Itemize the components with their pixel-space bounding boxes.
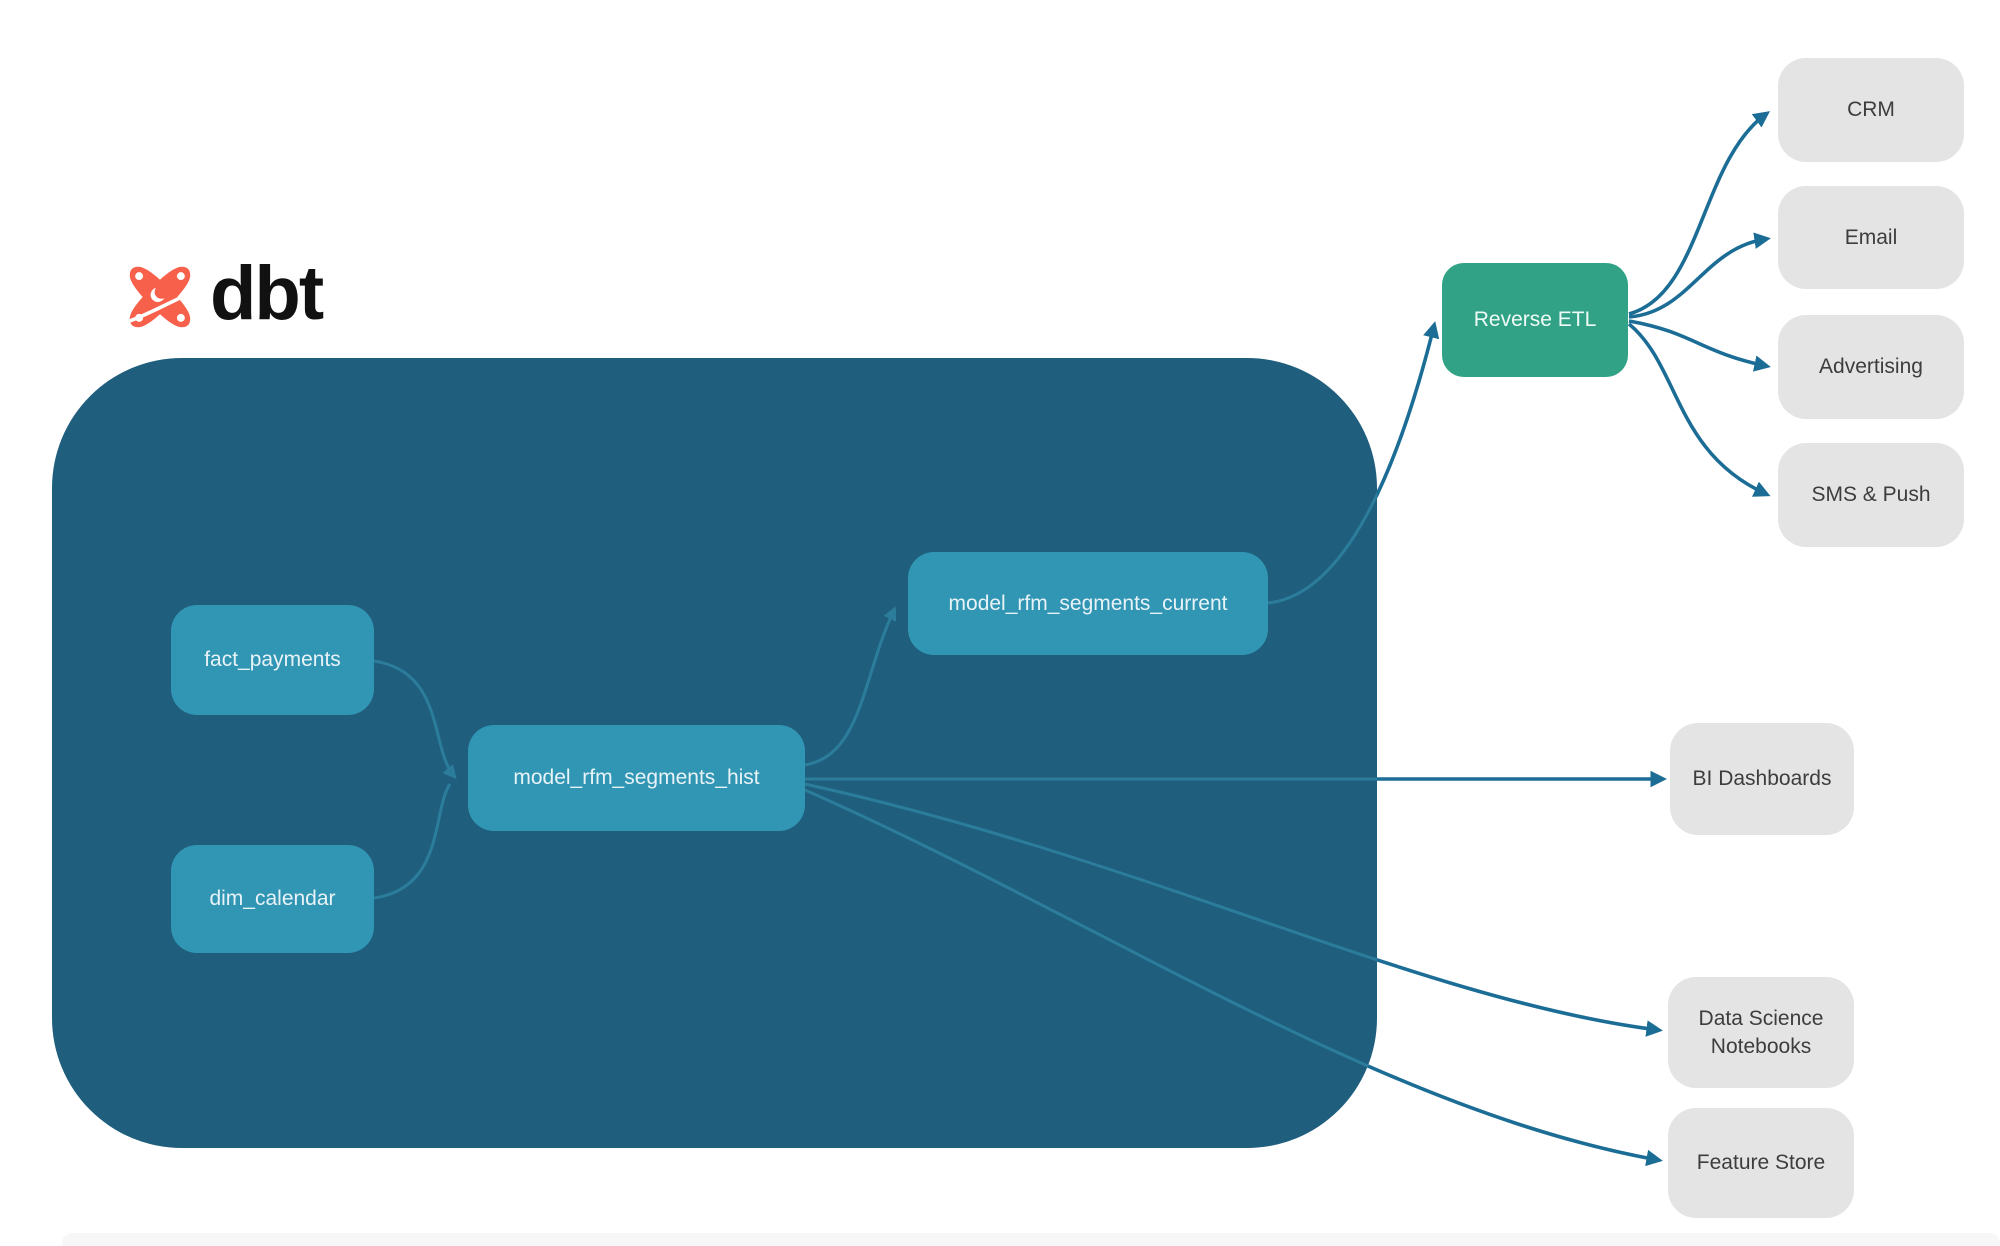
node-bi-dashboards[interactable]: BI Dashboards <box>1670 723 1854 835</box>
node-label: dim_calendar <box>209 887 336 911</box>
node-label: model_rfm_segments_current <box>948 591 1228 615</box>
node-label: Email <box>1844 225 1898 249</box>
node-dim-calendar[interactable]: dim_calendar <box>171 845 374 953</box>
node-crm[interactable]: CRM <box>1778 58 1964 162</box>
edge-reverse-etl-to-email <box>1628 232 1771 319</box>
node-label: BI Dashboards <box>1692 767 1832 791</box>
node-label: CRM <box>1847 98 1895 122</box>
node-label: fact_payments <box>204 648 341 672</box>
node-data-science-notebooks[interactable]: Data Science Notebooks <box>1668 977 1854 1088</box>
node-model-rfm-segments-current[interactable]: model_rfm_segments_current <box>908 552 1268 655</box>
node-label: Reverse ETL <box>1473 308 1597 332</box>
edge-reverse-etl-to-crm <box>1628 111 1771 316</box>
dbt-logo-wordmark: dbt <box>210 251 324 336</box>
node-label: Advertising <box>1819 355 1923 379</box>
bottom-panel-edge <box>62 1233 2000 1246</box>
node-label: Feature Store <box>1696 1151 1826 1175</box>
node-sms-push[interactable]: SMS & Push <box>1778 443 1964 547</box>
node-fact-payments[interactable]: fact_payments <box>171 605 374 715</box>
dbt-logo: dbt <box>124 251 324 342</box>
edge-reverse-etl-to-advertising <box>1628 319 1771 372</box>
edge-reverse-etl-to-sms-push <box>1627 322 1771 497</box>
node-reverse-etl[interactable]: Reverse ETL <box>1442 263 1628 377</box>
node-model-rfm-segments-hist[interactable]: model_rfm_segments_hist <box>468 725 805 831</box>
node-label: Data Science Notebooks <box>1698 1007 1824 1058</box>
node-label: SMS & Push <box>1811 483 1931 507</box>
node-feature-store[interactable]: Feature Store <box>1668 1108 1854 1218</box>
node-advertising[interactable]: Advertising <box>1778 315 1964 419</box>
dbt-logo-icon <box>124 261 196 338</box>
node-email[interactable]: Email <box>1778 186 1964 289</box>
node-label: model_rfm_segments_hist <box>513 766 760 790</box>
